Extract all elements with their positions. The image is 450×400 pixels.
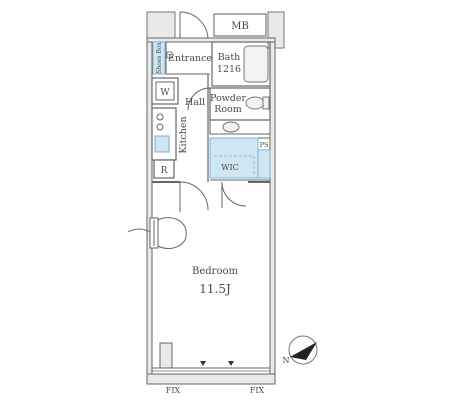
wic-door [221,181,247,208]
balcony-rail [146,373,276,385]
wic-shelf-line [214,155,255,176]
refrigerator-label: R [161,166,168,176]
shoes-box-label: Shoes Box [156,42,163,74]
fix-label-left: FIX [166,386,181,395]
washbasin [222,121,240,133]
top-left-column [146,11,176,41]
entrance-corner-mark [166,51,173,59]
washer-inner [155,81,175,101]
bottom-window-left-post [159,342,173,370]
shoes-box [152,41,166,75]
window-arrow-2 [228,361,234,366]
powder-room-door [187,87,211,111]
stove-burner-1 [156,113,164,121]
bathtub [243,45,269,83]
powder-room-label-2: Room [214,104,242,115]
mb-label: MB [231,21,249,32]
compass-needle [290,342,317,360]
mb-box [213,13,267,37]
kitchen-label: Kitchen [178,116,189,153]
right-wall [269,39,276,375]
entrance-door [179,11,209,41]
stove-burner-2 [156,123,164,131]
bedroom-label: Bedroom [192,266,238,277]
left-wall [146,39,153,385]
bath-room [211,41,271,87]
refrigerator [153,159,175,179]
bath-size-label: 1216 [217,64,241,75]
toilet-tank [262,96,270,110]
side-window-swing-right [157,217,187,249]
wic-extension [257,149,271,179]
washbasin-counter [209,119,271,135]
side-window-swing-left [127,228,151,233]
hall-label: Hall [185,97,205,108]
compass: N [283,335,318,365]
washer-label: W [160,88,170,98]
bedroom-door [179,181,209,212]
kitchen-sink [154,135,170,153]
ps-label: PS [260,141,269,149]
bedroom-size-label: 11.5J [199,282,231,296]
fix-label-right: FIX [250,386,265,395]
powder-room-label-1: Powder [210,93,247,104]
bath-label: Bath [218,52,241,63]
top-wall [146,37,276,43]
compass-north-label: N [283,356,290,365]
toilet [245,96,265,110]
window-arrow-1 [200,361,206,366]
wic-label: WIC [221,163,239,172]
wic-room [209,137,259,179]
entrance-label: Entrance [168,53,213,64]
